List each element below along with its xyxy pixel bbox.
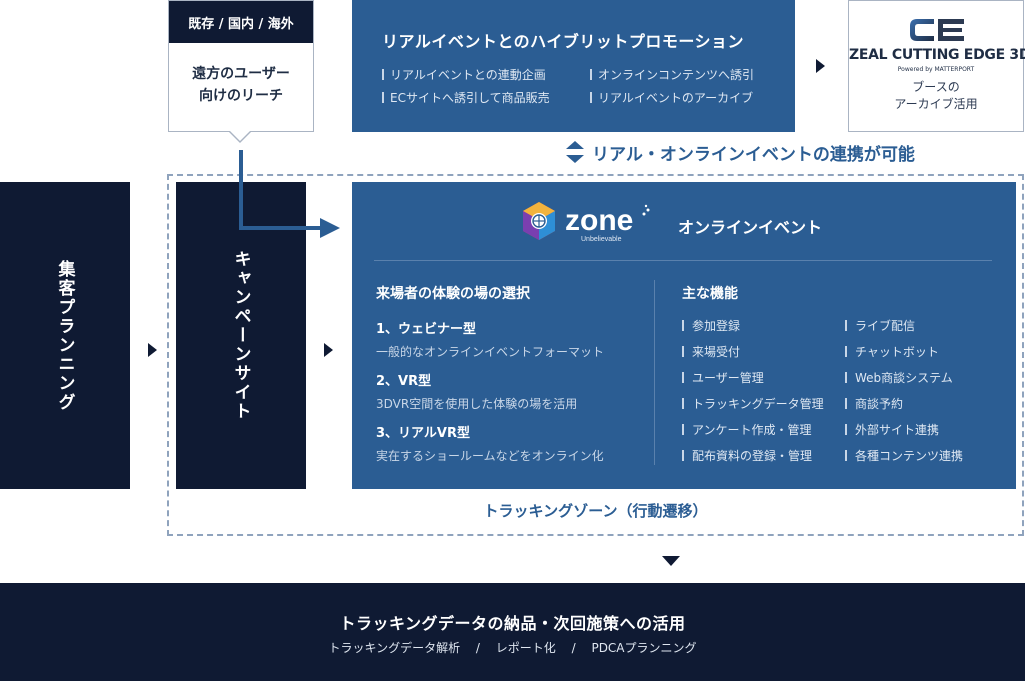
link-note: リアル・オンラインイベントの連携が可能 xyxy=(566,140,915,165)
reach-connector-arrow xyxy=(239,150,340,238)
bullet-bar-icon xyxy=(682,346,684,357)
experience-title: 1、ウェビナー型 xyxy=(376,322,477,337)
feature-item: 各種コンテンツ連携 xyxy=(845,447,963,464)
divider xyxy=(654,280,655,465)
feature-item: 参加登録 xyxy=(682,317,740,334)
bullet-bar-icon xyxy=(590,69,592,80)
zeal-caption-line-1: ブースの xyxy=(912,80,960,94)
link-note-text: リアル・オンラインイベントの連携が可能 xyxy=(592,145,915,165)
experience-desc: 3DVR空間を使用した体験の場を活用 xyxy=(376,397,578,411)
experience-title: 3、リアルVR型 xyxy=(376,426,470,441)
shuukyaku-planning-box: 集客プランニング xyxy=(0,182,130,489)
svg-text:Unbelievable: Unbelievable xyxy=(581,236,622,243)
reach-text: 遠方のユーザー 向けのリーチ xyxy=(169,63,313,107)
bullet-bar-icon xyxy=(682,450,684,461)
feature-item: 配布資料の登録・管理 xyxy=(682,447,812,464)
feature-item: Web商談システム xyxy=(845,369,953,386)
zone-online-event-panel: zone Unbelievable オンラインイベント 来場者の体験の場の選択 … xyxy=(352,182,1016,489)
arrow-right-icon xyxy=(816,59,825,73)
zone-logo-icon: zone Unbelievable xyxy=(523,202,650,243)
arrow-right-icon xyxy=(148,343,157,357)
zeal-caption: ブースの アーカイブ活用 xyxy=(849,79,1023,113)
campaign-site-box: キャンペーンサイト xyxy=(176,182,306,489)
bullet-bar-icon xyxy=(845,424,847,435)
hybrid-item: リアルイベントとの連動企画 xyxy=(382,66,546,83)
feature-item: 商談予約 xyxy=(845,395,903,412)
feature-item: 来場受付 xyxy=(682,343,740,360)
reach-line-1: 遠方のユーザー xyxy=(192,66,290,82)
reach-box: 既存 / 国内 / 海外 遠方のユーザー 向けのリーチ xyxy=(168,0,314,132)
feature-item: ユーザー管理 xyxy=(682,369,764,386)
zeal-caption-line-2: アーカイブ活用 xyxy=(894,97,978,111)
bullet-bar-icon xyxy=(382,69,384,80)
feature-item: ライブ配信 xyxy=(845,317,915,334)
bullet-bar-icon xyxy=(845,450,847,461)
bullet-bar-icon xyxy=(590,92,592,103)
hybrid-item: リアルイベントのアーカイブ xyxy=(590,89,753,106)
experience-title: 2、VR型 xyxy=(376,374,432,389)
zeal-box: ZEAL CUTTING EDGE 3D Powered by MATTERPO… xyxy=(848,0,1025,132)
bullet-bar-icon xyxy=(682,398,684,409)
divider xyxy=(374,260,992,261)
experience-heading: 来場者の体験の場の選択 xyxy=(376,286,530,302)
shuukyaku-label: 集客プランニング xyxy=(54,259,75,412)
tracking-zone-border xyxy=(167,174,1024,536)
feature-item: アンケート作成・管理 xyxy=(682,421,812,438)
campaign-label: キャンペーンサイト xyxy=(230,250,251,421)
zone-subtitle: オンラインイベント xyxy=(678,218,823,237)
bullet-bar-icon xyxy=(382,92,384,103)
svg-text:zone: zone xyxy=(565,204,633,237)
bullet-bar-icon xyxy=(845,346,847,357)
hybrid-item: オンラインコンテンツへ誘引 xyxy=(590,66,754,83)
tracking-delivery-bar: トラッキングデータの納品・次回施策への活用 トラッキングデータ解析 / レポート… xyxy=(0,583,1025,681)
zeal-powered: Powered by MATTERPORT xyxy=(897,66,975,73)
hybrid-promotion-box: リアルイベントとのハイブリットプロモーション リアルイベントとの連動企画 オンラ… xyxy=(352,0,795,132)
bullet-bar-icon xyxy=(845,398,847,409)
experience-desc: 一般的なオンラインイベントフォーマット xyxy=(376,345,605,359)
bullet-bar-icon xyxy=(845,320,847,331)
ce-logo-icon xyxy=(910,19,964,41)
tracking-zone-label: トラッキングゾーン（行動遷移） xyxy=(483,502,708,520)
bullet-bar-icon xyxy=(682,320,684,331)
hybrid-item: ECサイトへ誘引して商品販売 xyxy=(382,89,550,106)
bullet-bar-icon xyxy=(845,372,847,383)
zeal-name: ZEAL CUTTING EDGE 3D xyxy=(849,47,1025,63)
up-down-arrow-icon xyxy=(566,141,584,163)
reach-pointer-fill xyxy=(229,130,251,141)
bottom-sub: トラッキングデータ解析 / レポート化 / PDCAプランニング xyxy=(328,641,697,655)
experience-desc: 実在するショールームなどをオンライン化 xyxy=(376,449,604,463)
reach-header: 既存 / 国内 / 海外 xyxy=(169,1,313,43)
feature-item: トラッキングデータ管理 xyxy=(682,395,824,412)
hybrid-title: リアルイベントとのハイブリットプロモーション xyxy=(382,32,745,51)
bottom-title: トラッキングデータの納品・次回施策への活用 xyxy=(339,614,686,633)
arrow-down-icon xyxy=(662,556,680,566)
bullet-bar-icon xyxy=(682,424,684,435)
arrow-right-icon xyxy=(324,343,333,357)
feature-item: チャットボット xyxy=(845,343,939,360)
bullet-bar-icon xyxy=(682,372,684,383)
feature-item: 外部サイト連携 xyxy=(845,421,939,438)
features-heading: 主な機能 xyxy=(682,286,738,302)
reach-line-2: 向けのリーチ xyxy=(199,88,283,104)
